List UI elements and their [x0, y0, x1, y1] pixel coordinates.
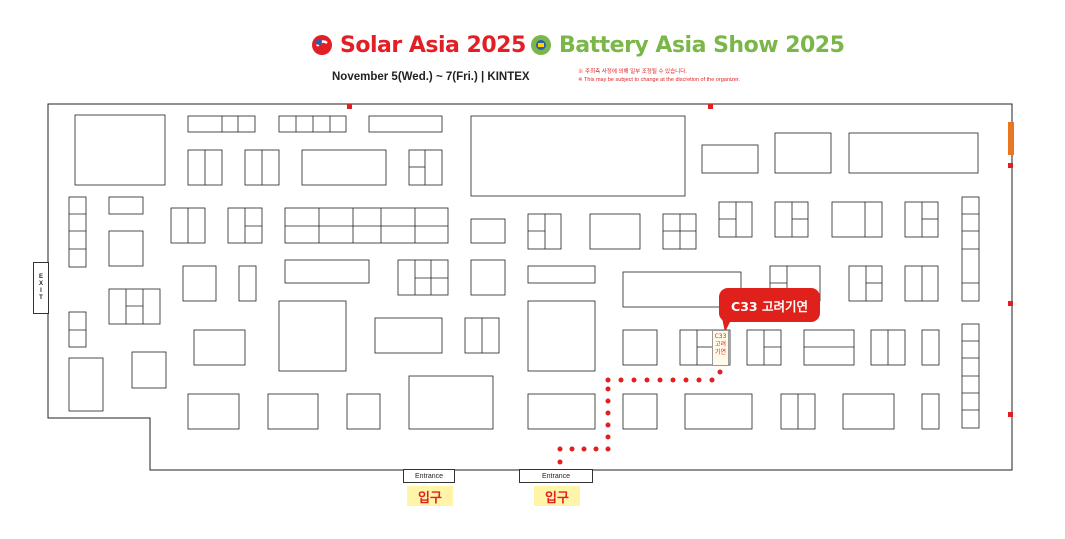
solar-asia-logo: Solar Asia 2025: [310, 28, 526, 62]
entrance-right-korean: 입구: [534, 486, 580, 506]
booth-c33-name-2: 기연: [714, 349, 727, 356]
booths: [68, 114, 980, 430]
booth-c33-callout[interactable]: C33 고려기연: [719, 288, 820, 322]
header: Solar Asia 2025 Battery Asia Show 2025 N…: [0, 0, 1065, 100]
notice-korean: ※ 주최측 사정에 의해 일부 조정될 수 있습니다.: [578, 69, 687, 75]
wall-markers: [347, 104, 1013, 417]
solar-asia-title: Solar Asia 2025: [340, 32, 526, 58]
battery-asia-title: Battery Asia Show 2025: [559, 32, 845, 58]
entrance-right-sign: Entrance: [519, 469, 593, 483]
booth-c33[interactable]: C33 고려 기연: [712, 330, 729, 366]
booth-c33-name-1: 고려: [714, 341, 727, 348]
entrance-left-korean: 입구: [407, 486, 453, 506]
exit-sign: EXIT: [33, 262, 49, 314]
entrance-left-sign: Entrance: [403, 469, 455, 483]
notice-english: ※ This may be subject to change at the d…: [578, 77, 740, 83]
battery-asia-logo: Battery Asia Show 2025: [529, 28, 845, 62]
solar-logo-icon: [312, 35, 332, 55]
hall-outline: [47, 103, 1013, 471]
exit-label: EXIT: [38, 274, 44, 302]
route-path: [557, 369, 723, 465]
date-venue: November 5(Wed.) ~ 7(Fri.) | KINTEX: [332, 71, 530, 83]
orange-marker: [1008, 122, 1014, 155]
booth-c33-code: C33: [714, 333, 727, 340]
battery-logo-icon: [531, 35, 551, 55]
